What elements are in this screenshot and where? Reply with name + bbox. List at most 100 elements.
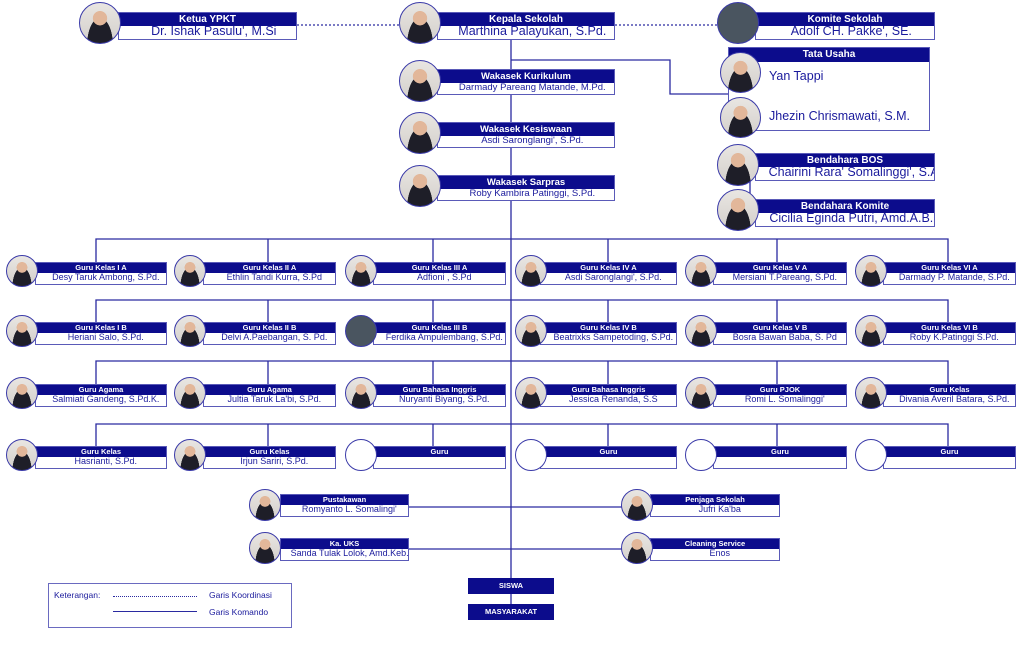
position-title: Guru <box>714 447 846 457</box>
person-name: Marthina Palayukan, S.Pd. <box>458 24 607 38</box>
position-box: Guru <box>883 446 1016 469</box>
position-title: Guru Kelas <box>204 447 335 457</box>
person-name: Roby K.Patinggi S.Pd. <box>909 332 999 342</box>
position-title: Komite Sekolah <box>756 13 934 26</box>
person-name: Nuryanti Biyang, S.Pd. <box>399 394 490 404</box>
tata-usaha-photo <box>720 97 761 138</box>
position-title: Guru Kelas II B <box>204 323 335 333</box>
position-title: Kepala Sekolah <box>438 13 614 26</box>
person-photo <box>685 255 717 287</box>
person-photo <box>399 112 441 154</box>
person-photo <box>399 165 441 207</box>
person-name: Hasrianti, S.Pd. <box>74 456 138 466</box>
position-box: Guru <box>540 446 677 469</box>
person-name <box>714 455 846 468</box>
person-photo <box>399 2 441 44</box>
person-photo <box>515 315 547 347</box>
person-name: Desy Taruk Ambong, S.Pd. <box>52 272 160 282</box>
position-title: Guru Kelas I B <box>36 323 166 333</box>
person-photo <box>6 255 38 287</box>
person-name: Bosra Bawan Baba, S. Pd <box>732 332 837 342</box>
position-title: Guru <box>374 447 505 457</box>
person-name: Delvi A.Paebangan, S. Pd. <box>221 332 328 342</box>
photo-placeholder <box>515 439 547 471</box>
position-title: Ka. UKS <box>281 539 408 549</box>
position-title: Guru <box>884 447 1015 457</box>
position-title: Guru Kelas <box>884 385 1015 395</box>
person-photo <box>621 489 653 521</box>
position-title: Cleaning Service <box>651 539 779 549</box>
person-photo <box>855 377 887 409</box>
legend-dotted-line <box>113 596 197 597</box>
position-box: Guru <box>713 446 847 469</box>
person-photo <box>855 315 887 347</box>
position-title: Guru Kelas VI B <box>884 323 1015 333</box>
person-name <box>374 455 505 468</box>
person-photo <box>717 189 759 231</box>
person-name: Darmady P. Matande, S.Pd. <box>898 272 1010 282</box>
person-name: Enos <box>709 548 731 558</box>
person-name: Irjun Sariri, S.Pd. <box>240 456 309 466</box>
photo-placeholder <box>717 2 759 44</box>
person-photo <box>6 377 38 409</box>
position-title: Guru Kelas <box>36 447 166 457</box>
tata-usaha-member: Jhezin Chrismawati, S.M. <box>769 109 911 123</box>
legend-label: Keterangan: <box>54 590 101 600</box>
legend-solid-text: Garis Komando <box>209 607 269 617</box>
position-title: Guru Kelas IV A <box>541 263 676 273</box>
photo-placeholder <box>855 439 887 471</box>
person-name: Adolf CH. Pakke', SE. <box>790 24 912 38</box>
person-photo <box>174 439 206 471</box>
person-name: Ethlin Tandi Kurra, S.Pd <box>226 272 322 282</box>
legend-dotted-text: Garis Koordinasi <box>209 590 272 600</box>
person-photo <box>621 532 653 564</box>
position-title: Guru Kelas III A <box>374 263 505 273</box>
person-name: Jultia Taruk La'bi, S.Pd. <box>227 394 322 404</box>
tata-usaha-member: Yan Tappi <box>769 69 824 83</box>
person-photo <box>855 255 887 287</box>
person-name: Romyanto L. Somalingi' <box>301 504 397 514</box>
position-box: Guru <box>373 446 506 469</box>
person-name: Roby Kambira Patinggi, S.Pd. <box>469 188 596 199</box>
photo-placeholder <box>345 439 377 471</box>
position-title: Wakasek Kesiswaan <box>438 123 614 136</box>
person-photo <box>249 532 281 564</box>
person-photo <box>345 377 377 409</box>
person-name: Salmiati Gandeng, S.Pd.K. <box>52 394 160 404</box>
position-title: Guru Kelas VI A <box>884 263 1015 273</box>
position-title: Pustakawan <box>281 495 408 505</box>
position-title: Guru Kelas V A <box>714 263 846 273</box>
position-title: Guru Bahasa Inggris <box>374 385 505 395</box>
person-name: Adfioni , S.Pd <box>417 272 472 282</box>
person-photo <box>399 60 441 102</box>
person-photo <box>6 439 38 471</box>
tata-usaha-line <box>511 59 728 95</box>
masyarakat-box: MASYARAKAT <box>468 604 554 620</box>
person-name <box>884 455 1015 468</box>
person-name: Divania Averil Batara, S.Pd. <box>899 394 1010 404</box>
person-photo <box>345 255 377 287</box>
person-photo <box>174 377 206 409</box>
person-photo <box>174 255 206 287</box>
person-photo <box>6 315 38 347</box>
